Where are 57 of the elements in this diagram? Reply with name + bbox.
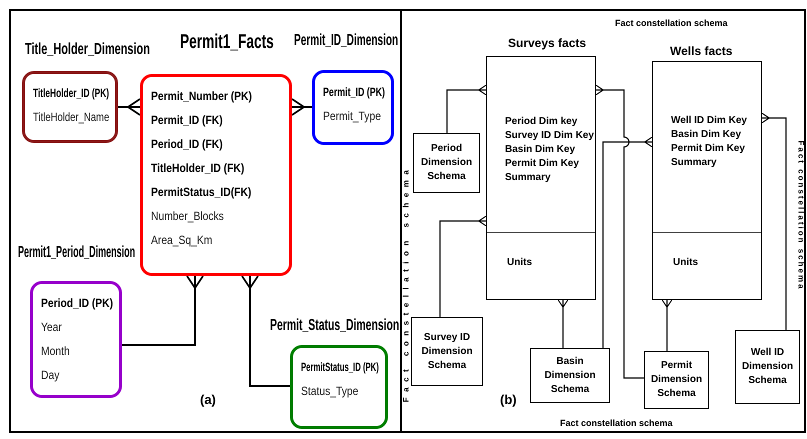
attribute: Area_Sq_Km: [151, 232, 212, 249]
dimension-table: Period Dimension Schema: [413, 133, 480, 193]
attribute: Summary: [505, 171, 551, 185]
relationship-line: [118, 98, 141, 116]
attribute: Well ID Dim Key: [671, 114, 747, 128]
panel-label: (b): [500, 392, 517, 407]
attribute: Status_Type: [301, 383, 358, 400]
relationship-line: [446, 84, 487, 133]
attribute: Units: [673, 256, 698, 270]
key-attribute: PermitStatus_ID (PK): [301, 359, 379, 376]
key-attribute: Period_ID (FK): [151, 136, 223, 153]
key-attribute: Permit_Number (PK): [151, 88, 252, 105]
relationship-line: [595, 84, 644, 379]
relationship-line: [439, 216, 487, 317]
panel-label: (a): [200, 392, 216, 407]
key-attribute: Permit_ID (PK): [323, 84, 386, 101]
attribute: Permit_Type: [323, 108, 381, 125]
table-title: Surveys facts: [508, 36, 586, 50]
attribute: Permit Dim Key: [671, 142, 745, 156]
key-attribute: TitleHolder_ID (PK): [33, 85, 110, 102]
attribute: TitleHolder_Name: [33, 109, 110, 126]
relationship-line: [122, 275, 204, 346]
table-title: Permit1_Facts: [180, 30, 274, 54]
table-title: Title_Holder_Dimension: [25, 40, 150, 60]
dimension-table: Basin Dimension Schema: [530, 348, 610, 403]
table-title: Permit1_Period_Dimension: [18, 243, 136, 262]
relationship-line: [291, 98, 312, 116]
table-title: Wells facts: [670, 44, 732, 58]
schema-caption: Fact constellation schema: [560, 418, 673, 428]
relationship-line: [558, 299, 568, 348]
attribute: Permit Dim Key: [505, 157, 579, 171]
relationship-line: [241, 275, 290, 387]
key-attribute: Period_ID (PK): [41, 295, 113, 312]
relationship-line: [602, 136, 653, 348]
attribute: Day: [41, 367, 60, 384]
attribute: Period Dim key: [505, 115, 578, 129]
key-attribute: TitleHolder_ID (FK): [151, 160, 244, 177]
attribute: Units: [507, 256, 532, 270]
attribute: Year: [41, 319, 62, 336]
dimension-table: Permit Dimension Schema: [644, 351, 709, 409]
attribute: Month: [41, 343, 70, 360]
attribute: Basin Dim Key: [671, 128, 742, 142]
table-title: Permit_ID_Dimension: [294, 31, 398, 50]
key-attribute: PermitStatus_ID(FK): [151, 184, 252, 201]
table-title: Permit_Status_Dimension: [270, 316, 400, 336]
relationship-line: [761, 112, 787, 330]
relationship-line: [662, 299, 672, 351]
schema-caption: Fact constellation schema: [796, 140, 806, 290]
key-attribute: Permit_ID (FK): [151, 112, 223, 129]
attribute: Number_Blocks: [151, 208, 224, 225]
dimension-table: Well ID Dimension Schema: [735, 330, 800, 404]
attribute: Survey ID Dim Key: [505, 129, 594, 143]
dimension-table: Survey ID Dimension Schema: [411, 317, 483, 386]
schema-caption: Fact constellation schema: [615, 18, 728, 28]
attribute: Basin Dim Key: [505, 143, 576, 157]
schema-caption: Fact constellation schema: [401, 164, 410, 402]
attribute: Summary: [671, 156, 717, 170]
